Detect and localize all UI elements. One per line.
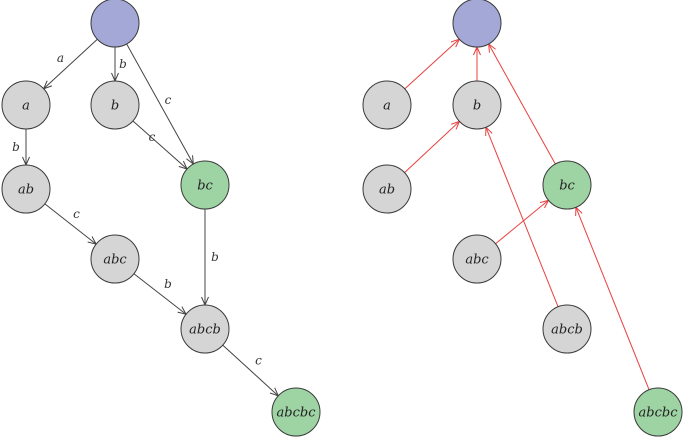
suffix-node-label: bc [559, 179, 575, 194]
trie-edge-label: b [119, 57, 127, 71]
suffix-node-circle [542, 160, 592, 210]
trie-edge-label: c [165, 93, 172, 107]
trie-node-bc: bc [180, 160, 230, 210]
trie-node-a: a [1, 80, 51, 130]
trie-node-circle [90, 234, 140, 284]
trie-edge-label: c [255, 354, 262, 368]
suffix-node-circle [633, 387, 683, 437]
suffix-node-a: a [362, 80, 412, 130]
trie-edge-label: b [211, 250, 219, 264]
suffix-node-root [452, 0, 502, 48]
trie-edge-root-bc [126, 43, 194, 164]
trie-node-label: b [111, 99, 119, 114]
trie-node-circle [180, 160, 230, 210]
trie-node-circle [1, 164, 51, 214]
suffix-node-circle [452, 234, 502, 284]
suffix-node-ab: ab [362, 164, 412, 214]
suffix-node-label: abcb [551, 323, 583, 338]
trie-node-label: bc [197, 179, 213, 194]
trie-edge-label: c [73, 207, 80, 221]
trie-node-circle [1, 80, 51, 130]
suffix-node-circle [362, 164, 412, 214]
trie-node-abcb: abcb [180, 304, 230, 354]
trie-node-root [90, 0, 140, 48]
trie-edge-ab-abc [44, 203, 96, 244]
trie-edge-label: b [164, 277, 172, 291]
suffix-node-b: b [452, 80, 502, 130]
suffix-link-abcb-b [486, 127, 559, 307]
suffix-node-circle [362, 80, 412, 130]
trie-node-label: ab [18, 183, 34, 198]
suffix-links [404, 39, 650, 390]
suffix-link-ab-b [404, 121, 460, 173]
trie-node-label: abcbc [277, 406, 317, 421]
suffix-node-circle [542, 304, 592, 354]
suffix-node-label: a [383, 99, 391, 114]
trie-edge-abcb-abcbc [222, 344, 279, 396]
trie-edge-label: c [149, 130, 156, 144]
suffix-node-label: abc [465, 253, 489, 268]
trie-node-label: abc [103, 253, 127, 268]
suffix-node-abc: abc [452, 234, 502, 284]
trie-edge-label: b [12, 140, 20, 154]
trie-edge-root-a [44, 38, 98, 88]
trie-edge-label: a [57, 51, 64, 65]
trie-node-circle [90, 0, 140, 48]
trie-node-circle [90, 80, 140, 130]
trie-node-abc: abc [90, 234, 140, 284]
trie-edge-b-bc [132, 120, 187, 169]
suffix-link-a-root [404, 39, 460, 90]
suffix-node-abcbc: abcbc [633, 387, 683, 437]
suffix-node-circle [452, 0, 502, 48]
trie-node-ab: ab [1, 164, 51, 214]
suffix-node-circle [452, 80, 502, 130]
trie-node-abcbc: abcbc [271, 387, 321, 437]
trie-node-b: b [90, 80, 140, 130]
suffix-node-label: ab [379, 183, 395, 198]
trie-node-circle [180, 304, 230, 354]
suffix-node-label: b [473, 99, 481, 114]
trie-edge-abc-abcb [133, 273, 186, 315]
trie-node-label: abcb [189, 323, 221, 338]
trie-node-circle [271, 387, 321, 437]
trie-node-label: a [22, 99, 30, 114]
suffix-link-abc-bc [495, 200, 549, 245]
suffix-node-bc: bc [542, 160, 592, 210]
suffix-node-label: abcbc [639, 406, 679, 421]
suffix-link-bc-root [489, 44, 556, 165]
suffix-link-abcbc-bc [576, 207, 650, 390]
suffix-node-abcb: abcb [542, 304, 592, 354]
